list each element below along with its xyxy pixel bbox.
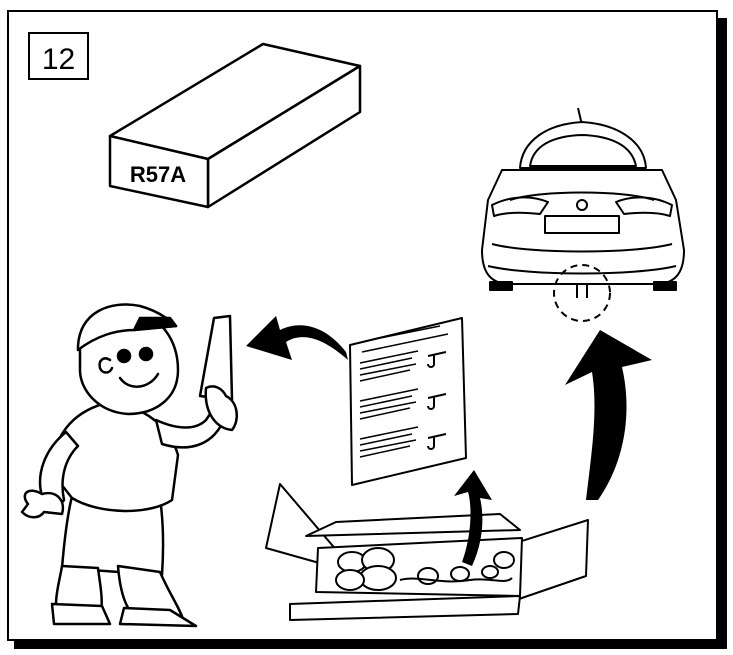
mechanic-eye-right [140,348,152,360]
wheel-left [490,282,512,290]
box-label: R57A [130,162,186,187]
hand-icon [22,491,63,518]
frame-shadow-bottom [14,640,727,649]
wheel-right [654,282,676,290]
step-badge: 12 [29,33,88,79]
license-plate [545,216,619,233]
mechanic-ear [100,358,112,372]
instruction-sheet [350,318,466,485]
step-number: 12 [42,43,75,76]
frame-shadow-right [717,18,727,649]
mechanic-eye-left [118,350,130,362]
mechanic-shoe-left [52,604,110,624]
car-badge [577,200,587,210]
